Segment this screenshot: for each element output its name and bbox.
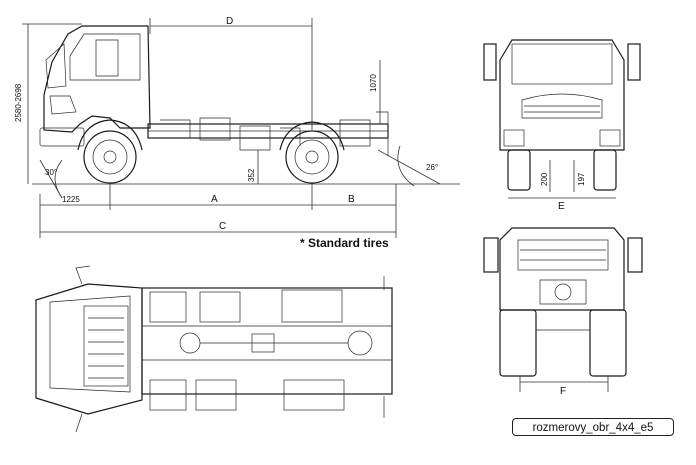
- dim-label-front-track-offset: 197: [577, 172, 586, 186]
- dimension-lines: [22, 18, 397, 238]
- dim-label-d: D: [226, 16, 233, 27]
- dim-label-front-axle-height: 200: [540, 172, 549, 186]
- dim-label-c: C: [219, 221, 226, 232]
- rear-view: F: [483, 227, 643, 397]
- image-caption: rozmerovy_obr_4x4_e5: [512, 418, 674, 436]
- dim-label-front-overhang: 1225: [62, 195, 80, 204]
- dim-label-e: E: [558, 201, 565, 212]
- top-view: [35, 265, 393, 433]
- side-view: D A B C 1225 30° 26° 2580-2698 1070 352 …: [14, 16, 460, 250]
- dim-label-approach-angle: 30°: [45, 168, 57, 177]
- front-view: E 200 197: [483, 39, 641, 212]
- dim-label-overall-height: 2580-2698: [14, 83, 23, 122]
- dim-label-a: A: [211, 194, 218, 205]
- dim-label-departure-angle: 26°: [426, 163, 438, 172]
- dim-label-frame-height: 1070: [369, 74, 378, 92]
- side-rear-wheel: [279, 121, 345, 184]
- dim-label-ground-clearance: 352: [247, 168, 256, 182]
- side-cab: [43, 25, 151, 133]
- side-front-wheel: [77, 119, 143, 184]
- dim-label-f: F: [560, 386, 566, 397]
- dim-label-b: B: [348, 194, 355, 205]
- standard-tires-note: * Standard tires: [300, 236, 389, 250]
